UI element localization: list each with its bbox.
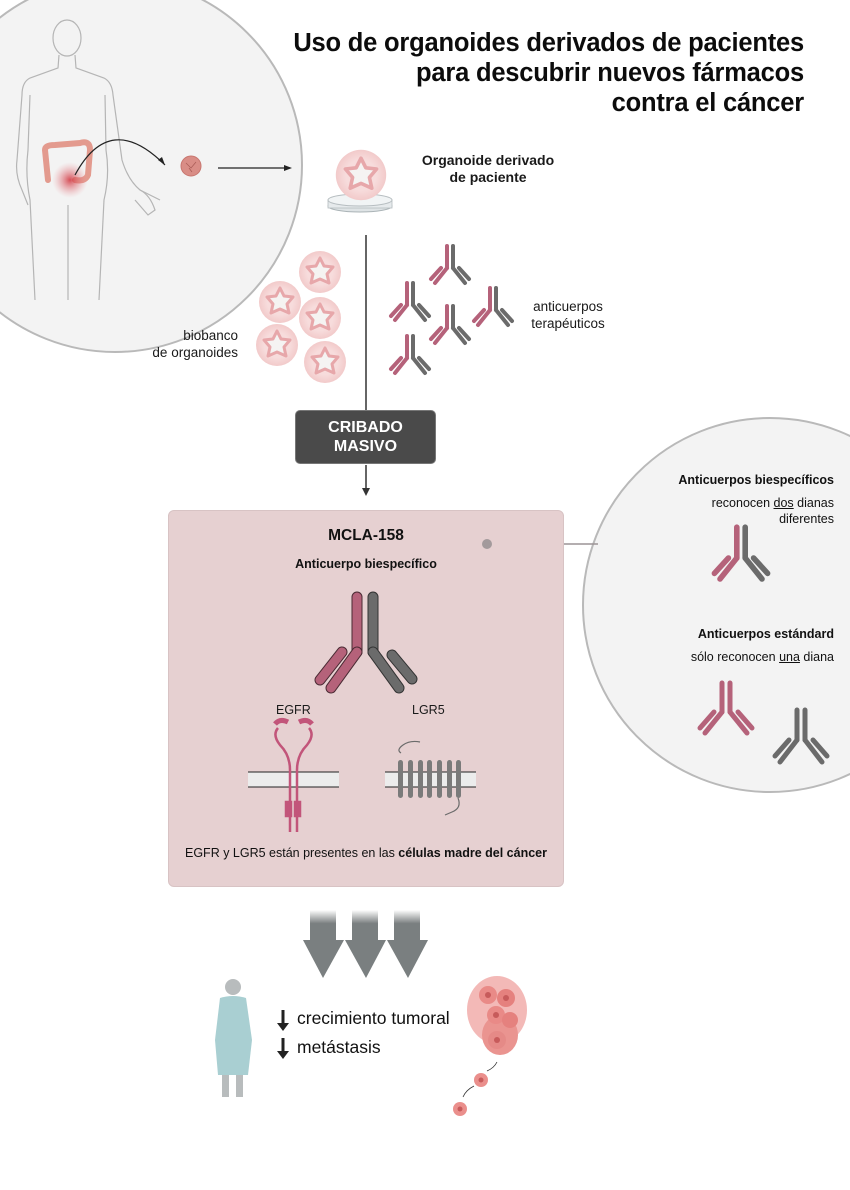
caption-plain: EGFR y LGR5 están presentes en las <box>185 846 399 860</box>
mcla-subtitle: Anticuerpo biespecífico <box>295 557 437 571</box>
screening-box: CRIBADO MASIVO <box>295 410 436 464</box>
standard-desc-pre: sólo reconocen <box>690 650 780 664</box>
standard-desc-underline: una <box>779 650 800 664</box>
organoid-label-line-1: Organoide derivado <box>421 152 555 168</box>
patient-gown-icon <box>215 979 252 1097</box>
petri-dish-organoid-icon <box>327 148 393 213</box>
standard-description: sólo reconocen una diana <box>620 650 834 664</box>
outcome-tumor-growth: crecimiento tumoral <box>297 1008 450 1028</box>
bispecific-desc-underline: dos <box>773 496 794 510</box>
organoid-label: Organoide derivado de paciente <box>418 152 558 186</box>
screening-line-2: MASIVO <box>333 438 398 455</box>
standard-title: Anticuerpos estándard <box>697 627 834 641</box>
human-body-icon <box>15 19 161 301</box>
result-arrows <box>303 910 428 978</box>
caption-bold: células madre del cáncer <box>398 846 547 860</box>
outcome-metastasis: metástasis <box>297 1037 381 1057</box>
mcla-158-panel <box>168 510 564 887</box>
biobank-label-line-2: de organoides <box>152 345 238 360</box>
antibodies-label: anticuerpos terapéuticos <box>522 298 614 332</box>
tumor-metastasis-icon <box>453 976 527 1116</box>
biobank-label: biobanco de organoides <box>150 327 238 361</box>
antibodies-label-line-2: terapéuticos <box>531 316 605 331</box>
lgr5-label: LGR5 <box>412 703 445 717</box>
title-line-1: Uso de organoides derivados de pacientes <box>293 29 804 57</box>
decrease-arrow-icons <box>277 1010 289 1059</box>
screening-line-1: CRIBADO <box>328 419 403 436</box>
bispecific-title: Anticuerpos biespecíficos <box>678 473 834 487</box>
title-line-2: para descubrir nuevos fármacos <box>416 59 804 87</box>
therapeutic-antibody-icons <box>389 244 514 375</box>
antibody-inset-circle <box>582 417 850 793</box>
tumor-sample-icon <box>180 155 202 177</box>
bispecific-desc-pre: reconocen <box>711 496 774 510</box>
title-line-3: contra el cáncer <box>611 89 805 117</box>
organoid-label-line-2: de paciente <box>449 169 527 185</box>
colon-icon <box>41 139 94 198</box>
antibodies-label-line-1: anticuerpos <box>533 299 603 314</box>
egfr-label: EGFR <box>276 703 311 717</box>
extraction-arrow <box>74 139 166 176</box>
mcla-name: MCLA-158 <box>328 527 404 544</box>
standard-desc-post: diana <box>799 650 834 664</box>
bispecific-desc-post: dianas <box>793 496 834 510</box>
biobank-label-line-1: biobanco <box>183 328 238 343</box>
mcla-caption: EGFR y LGR5 están presentes en las célul… <box>168 846 564 860</box>
bispecific-description: reconocen dos dianas diferentes <box>640 495 834 527</box>
page-title: Uso de organoides derivados de pacientes… <box>293 28 804 118</box>
patient-circle <box>0 0 303 353</box>
bispecific-desc-line-2: diferentes <box>779 512 834 526</box>
